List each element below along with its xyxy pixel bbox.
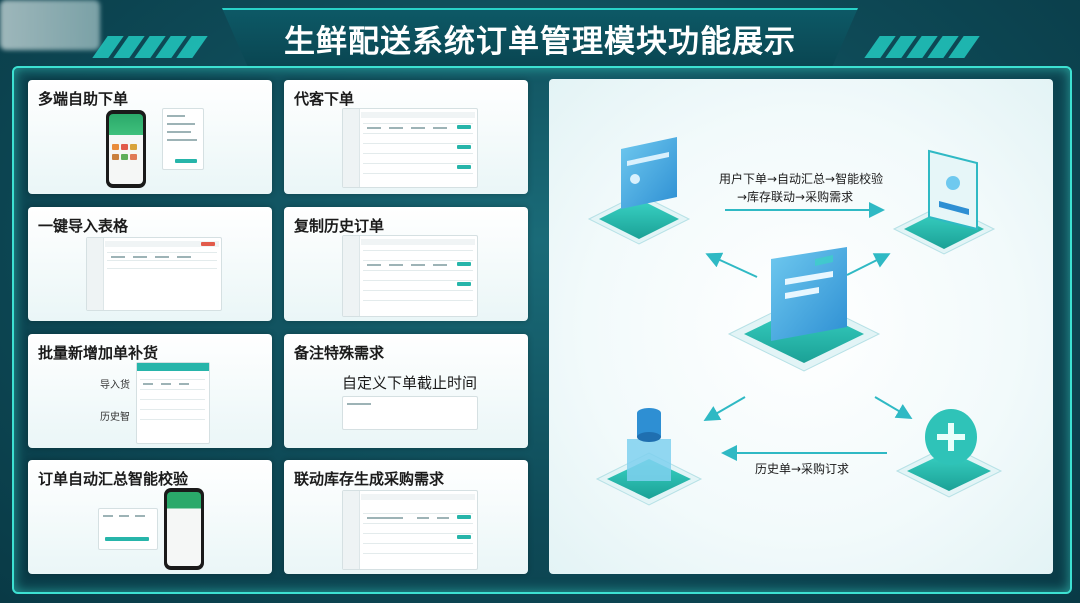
card-inventory-purchase: 联动库存生成采购需求 bbox=[284, 460, 528, 574]
label-history: 历史智 bbox=[100, 412, 130, 423]
card-import-spreadsheet: 一键导入表格 bbox=[28, 207, 272, 321]
arrow-center-to-bottomleft bbox=[703, 396, 746, 422]
table-mockup bbox=[342, 490, 478, 570]
card-title: 多端自助下单 bbox=[38, 90, 129, 108]
page-title: 生鲜配送系统订单管理模块功能展示 bbox=[284, 23, 796, 60]
card-multi-terminal-order: 多端自助下单 bbox=[28, 80, 272, 194]
card-title: 复制历史订单 bbox=[294, 217, 385, 235]
card-title: 代客下单 bbox=[294, 90, 355, 108]
table-mockup bbox=[342, 108, 478, 188]
card-title: 联动库存生成采购需求 bbox=[294, 470, 445, 488]
flow-diagram-svg bbox=[587, 137, 1003, 506]
blurred-watermark bbox=[0, 0, 100, 50]
card-copy-history-order: 复制历史订单 bbox=[284, 207, 528, 321]
table-mockup bbox=[86, 237, 222, 311]
order-form-mockup bbox=[162, 108, 204, 170]
textarea-mockup bbox=[342, 396, 478, 430]
card-proxy-order: 代客下单 bbox=[284, 80, 528, 194]
flow-text-top-line2: →库存联动→采购需求 bbox=[737, 190, 854, 204]
arrow-center-to-topright bbox=[846, 253, 891, 276]
label-import: 导入货 bbox=[100, 380, 130, 391]
card-title: 订单自动汇总智能校验 bbox=[38, 470, 189, 488]
flow-text-top-line1: 用户下单→自动汇总→智能校验 bbox=[719, 172, 884, 186]
card-title: 一键导入表格 bbox=[38, 217, 129, 235]
table-mockup bbox=[136, 362, 210, 444]
header-decor-left bbox=[92, 36, 208, 58]
content-frame bbox=[12, 66, 1072, 594]
flow-diagram-panel: 用户下单→自动汇总→智能校验 →库存联动→采购需求 历史单→采购订求 bbox=[549, 79, 1053, 574]
card-auto-summary-check: 订单自动汇总智能校验 bbox=[28, 460, 272, 574]
form-mockup bbox=[98, 508, 158, 550]
card-title: 批量新增加单补货 bbox=[38, 344, 159, 362]
arrow-center-to-bottomright bbox=[874, 396, 913, 420]
table-mockup bbox=[342, 235, 478, 317]
purchase-document-icon bbox=[892, 149, 996, 255]
central-monitor-icon bbox=[727, 247, 881, 372]
user-order-device-icon bbox=[587, 137, 691, 245]
card-special-notes: 备注特殊需求 自定义下单截止时间 bbox=[284, 334, 528, 448]
card-batch-add-restock: 批量新增加单补货 导入货 历史智 bbox=[28, 334, 272, 448]
card-title: 备注特殊需求 bbox=[294, 344, 385, 362]
phone-mockup bbox=[106, 110, 146, 188]
header-decor-right bbox=[864, 36, 980, 58]
add-purchase-icon bbox=[895, 409, 1003, 498]
phone-mockup bbox=[164, 488, 204, 570]
flow-text-bottom: 历史单→采购订求 bbox=[755, 462, 850, 476]
card-subtitle: 自定义下单截止时间 bbox=[342, 374, 478, 392]
arrow-center-to-topleft bbox=[705, 252, 758, 278]
inventory-database-icon bbox=[595, 408, 703, 506]
header-banner: 生鲜配送系统订单管理模块功能展示 bbox=[222, 8, 858, 66]
